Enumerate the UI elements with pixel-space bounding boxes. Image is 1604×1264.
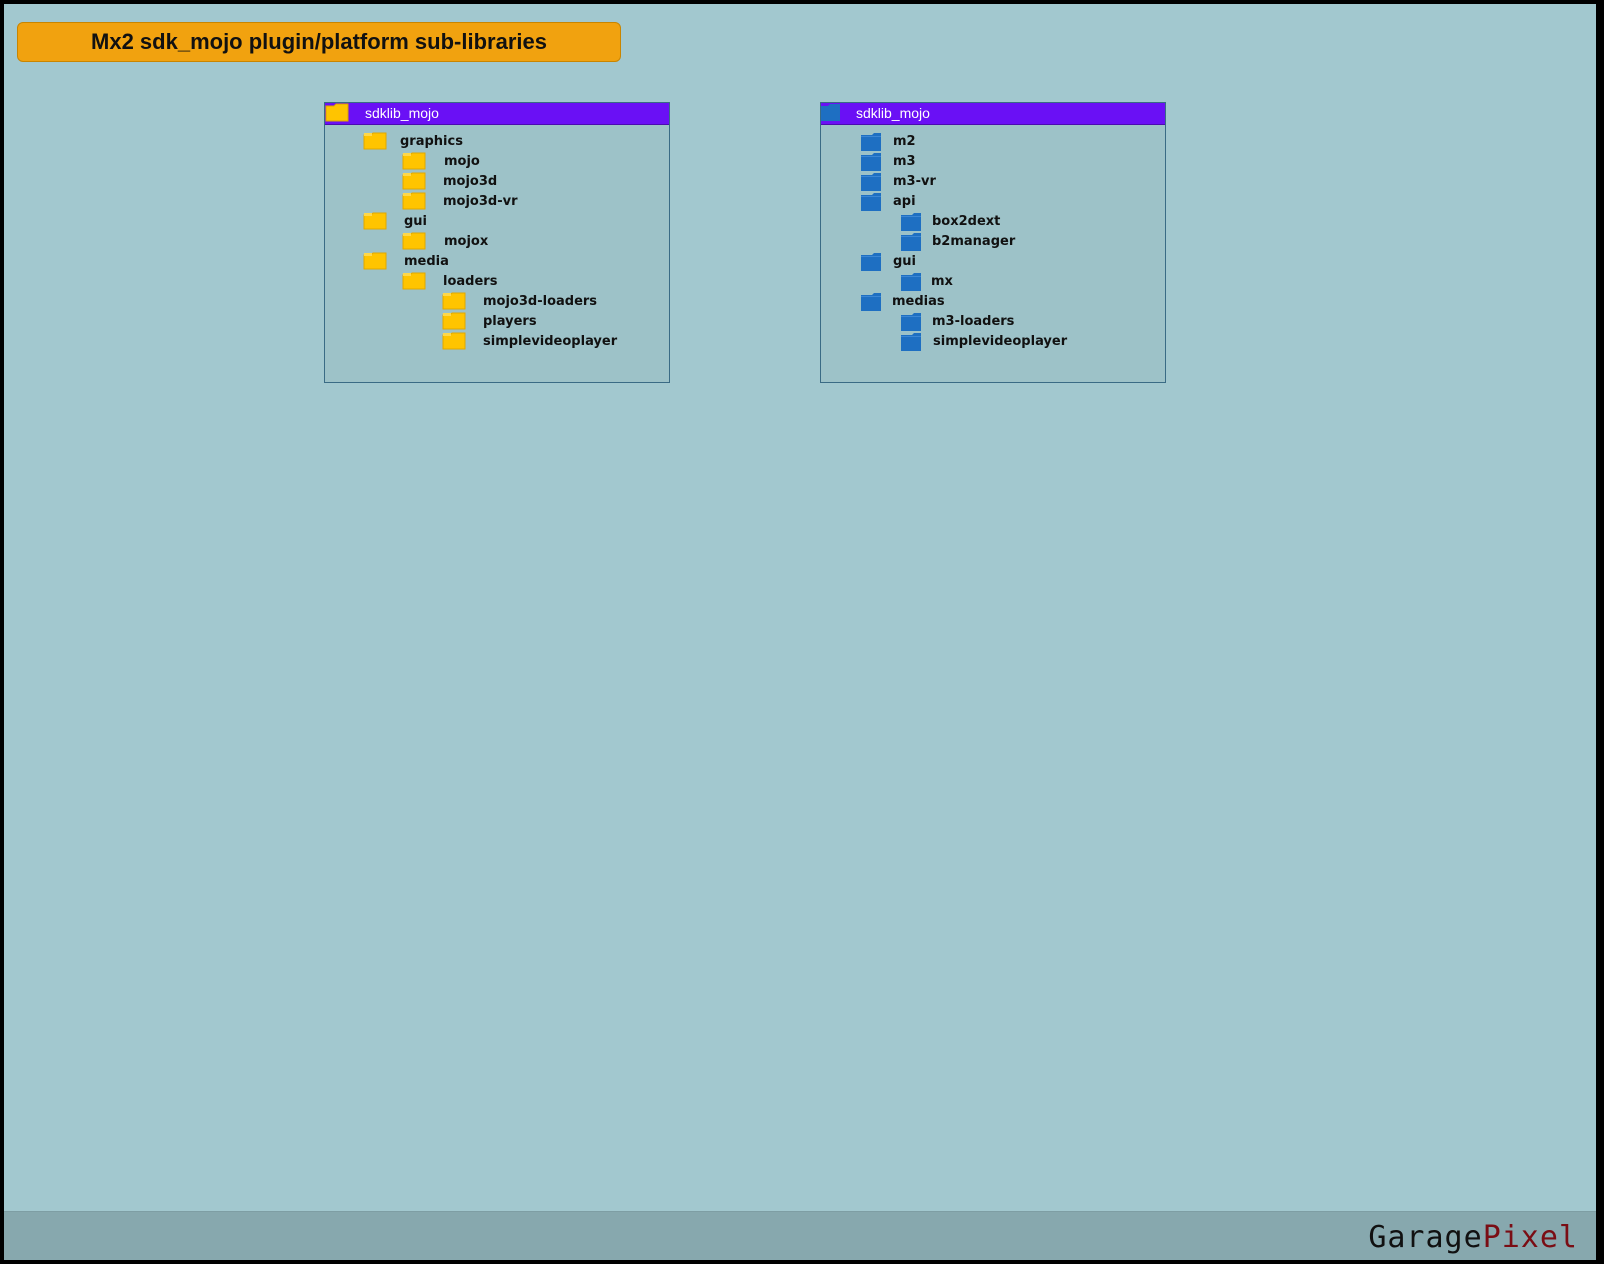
left-panel-title: sdklib_mojo: [365, 105, 439, 121]
tree-item-players[interactable]: players: [442, 311, 537, 331]
tree-item-box2dext[interactable]: box2dext: [901, 211, 1000, 231]
right-panel-header: sdklib_mojo: [821, 103, 1165, 125]
tree-item-label: players: [483, 313, 537, 329]
tree-item-label: mojo3d: [443, 173, 498, 189]
blue-folder-icon: [861, 192, 881, 211]
tree-item-mojo3d[interactable]: mojo3d: [402, 171, 497, 191]
yellow-folder-icon: [402, 272, 426, 290]
tree-item-simplevideoplayer[interactable]: simplevideoplayer: [442, 331, 617, 351]
footer-bar: GaragePixel: [4, 1211, 1596, 1260]
tree-item-mx[interactable]: mx: [901, 271, 953, 291]
tree-item-simplevideoplayer[interactable]: simplevideoplayer: [901, 331, 1067, 351]
tree-item-label: box2dext: [932, 213, 1001, 229]
brand-logo: GaragePixel: [1368, 1220, 1578, 1255]
yellow-folder-icon: [402, 192, 426, 210]
tree-item-label: graphics: [400, 133, 463, 149]
tree-item-label: mojo: [444, 153, 480, 169]
tree-item-label: mojox: [444, 233, 489, 249]
yellow-folder-icon: [402, 232, 426, 250]
tree-item-label: m2: [893, 133, 916, 149]
tree-item-graphics[interactable]: graphics: [363, 131, 463, 151]
yellow-folder-icon: [402, 172, 426, 190]
tree-item-media[interactable]: media: [363, 251, 449, 271]
tree-item-label: medias: [892, 293, 945, 309]
tree-item-label: mojo3d-loaders: [483, 293, 598, 309]
tree-item-m3-loaders[interactable]: m3-loaders: [901, 311, 1014, 331]
left-panel-header: sdklib_mojo: [325, 103, 669, 125]
yellow-folder-icon: [363, 212, 387, 230]
yellow-folder-icon: [442, 292, 466, 310]
tree-item-gui[interactable]: gui: [861, 251, 916, 271]
tree-item-label: gui: [893, 253, 917, 269]
tree-item-m2[interactable]: m2: [861, 131, 916, 151]
brand-text-garage: Garage: [1368, 1220, 1483, 1255]
right-folder-panel: sdklib_mojo m2 m3 m3-vr api box2dext b2m…: [820, 102, 1166, 383]
yellow-folder-icon: [363, 132, 387, 150]
tree-item-mojo3d-vr[interactable]: mojo3d-vr: [402, 191, 518, 211]
blue-folder-icon: [861, 132, 881, 151]
blue-folder-icon: [901, 332, 921, 351]
tree-item-label: m3: [893, 153, 916, 169]
tree-item-label: loaders: [443, 273, 498, 289]
blue-folder-icon: [901, 212, 921, 231]
tree-item-mojo[interactable]: mojo: [402, 151, 480, 171]
tree-item-gui[interactable]: gui: [363, 211, 427, 231]
tree-item-m3[interactable]: m3: [861, 151, 916, 171]
tree-item-label: simplevideoplayer: [483, 333, 618, 349]
tree-item-loaders[interactable]: loaders: [402, 271, 497, 291]
yellow-folder-icon: [325, 103, 349, 125]
tree-item-label: gui: [404, 213, 428, 229]
diagram-canvas: Mx2 sdk_mojo plugin/platform sub-librari…: [4, 4, 1596, 1260]
blue-folder-icon: [861, 152, 881, 171]
tree-item-b2manager[interactable]: b2manager: [901, 231, 1015, 251]
tree-item-label: mojo3d-vr: [443, 193, 518, 209]
blue-folder-icon: [861, 252, 881, 271]
tree-item-label: media: [404, 253, 449, 269]
tree-item-label: b2manager: [932, 233, 1016, 249]
brand-text-pixel: Pixel: [1482, 1220, 1578, 1255]
blue-folder-icon: [901, 232, 921, 251]
tree-item-medias[interactable]: medias: [861, 291, 945, 311]
yellow-folder-icon: [442, 332, 466, 350]
tree-item-label: m3-loaders: [932, 313, 1015, 329]
tree-item-label: m3-vr: [893, 173, 936, 189]
tree-item-mojo3d-loaders[interactable]: mojo3d-loaders: [442, 291, 597, 311]
right-panel-title: sdklib_mojo: [856, 105, 930, 121]
tree-item-label: simplevideoplayer: [933, 333, 1068, 349]
yellow-folder-icon: [402, 152, 426, 170]
blue-folder-icon: [861, 292, 881, 311]
tree-item-m3-vr[interactable]: m3-vr: [861, 171, 936, 191]
yellow-folder-icon: [363, 252, 387, 270]
blue-folder-icon: [821, 103, 841, 125]
page-title: Mx2 sdk_mojo plugin/platform sub-librari…: [17, 22, 621, 62]
tree-item-label: mx: [931, 273, 953, 289]
tree-item-label: api: [893, 193, 916, 209]
blue-folder-icon: [901, 272, 921, 291]
tree-item-api[interactable]: api: [861, 191, 916, 211]
yellow-folder-icon: [442, 312, 466, 330]
left-folder-panel: sdklib_mojo graphics mojo mojo3d mojo3d-…: [324, 102, 670, 383]
blue-folder-icon: [861, 172, 881, 191]
blue-folder-icon: [901, 312, 921, 331]
tree-item-mojox[interactable]: mojox: [402, 231, 488, 251]
